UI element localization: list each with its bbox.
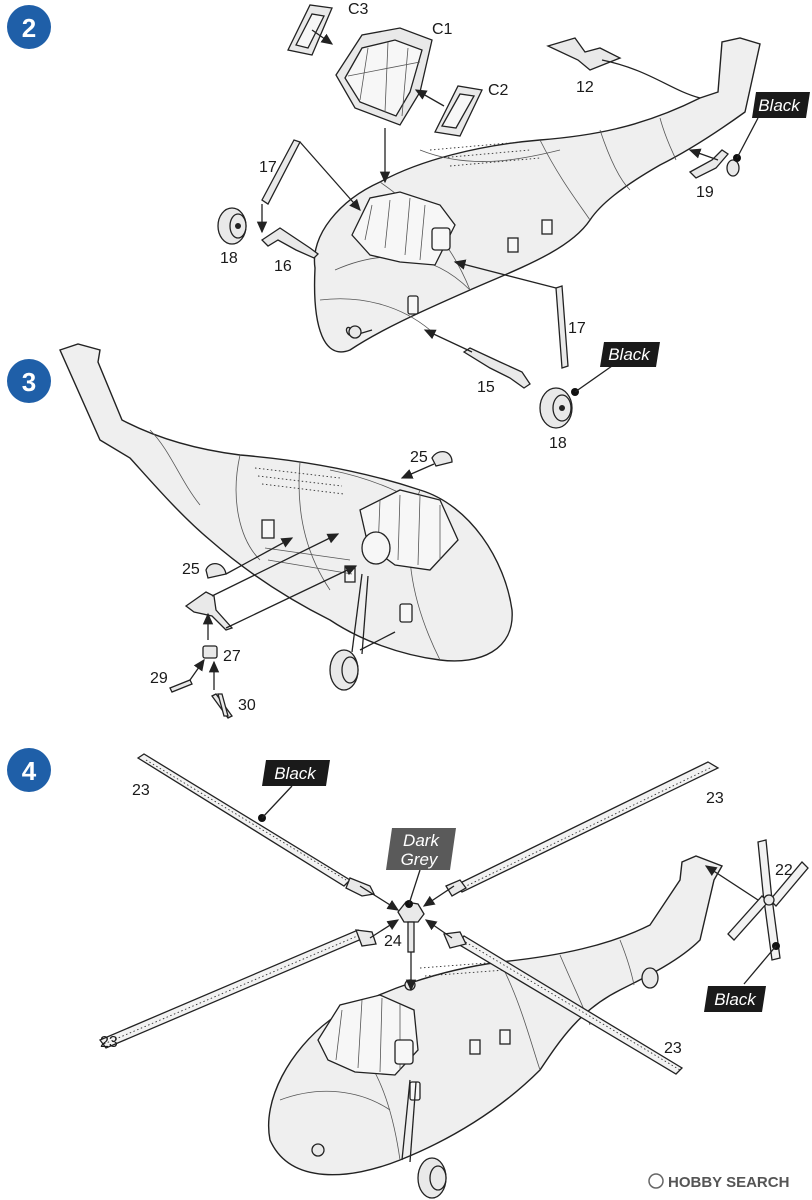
- part-23-blade-lower-right: [443, 931, 684, 1075]
- label-30: 30: [238, 697, 256, 714]
- label-17-lower: 17: [568, 320, 586, 337]
- paint-callout-black-mainwheel: Black: [600, 342, 660, 367]
- step-3-fuselage: [59, 343, 513, 691]
- svg-text:Black: Black: [608, 345, 651, 364]
- label-19: 19: [696, 184, 714, 201]
- label-23-upper-left: 23: [132, 782, 150, 799]
- step-2-fuselage: [313, 37, 761, 353]
- step-3-arrows: [189, 463, 435, 690]
- watermark-text: HOBBY SEARCH: [668, 1174, 789, 1191]
- part-15-gear-leg: [462, 347, 531, 389]
- label-18-main: 18: [549, 435, 567, 452]
- step-2-arrows: [256, 29, 759, 396]
- label-23-upper-right: 23: [706, 790, 724, 807]
- step-3-badge: 3: [7, 359, 51, 403]
- part-19-tailwheel: [688, 149, 740, 179]
- label-17-upper: 17: [259, 159, 277, 176]
- paint-callout-black-tail-rotor: Black: [704, 986, 766, 1012]
- part-c2-window: [434, 85, 483, 137]
- part-23-blade-lower-left: [98, 929, 377, 1049]
- paint-callout-black-tailwheel: Black: [752, 92, 810, 118]
- part-23-blade-upper-left: [136, 753, 375, 897]
- part-25-upper: [431, 451, 453, 467]
- part-23-blade-upper-right: [445, 761, 720, 897]
- step-2-number: 2: [22, 13, 36, 43]
- step-4-badge: 4: [7, 748, 51, 792]
- svg-text:Dark: Dark: [403, 831, 440, 850]
- part-16-gear-leg: [260, 227, 319, 259]
- svg-text:Black: Black: [758, 96, 801, 115]
- step-4-fuselage: [268, 855, 724, 1199]
- part-18-wheel-main: [539, 387, 573, 429]
- part-30: [211, 693, 233, 719]
- label-16: 16: [274, 258, 292, 275]
- step-2-badge: 2: [7, 5, 51, 49]
- label-12: 12: [576, 79, 594, 96]
- svg-text:Black: Black: [714, 990, 757, 1009]
- label-23-lower-right: 23: [664, 1040, 682, 1057]
- label-c2: C2: [488, 82, 509, 99]
- paint-callout-black-rotor-blade: Black: [262, 760, 330, 786]
- svg-text:Grey: Grey: [401, 850, 439, 869]
- part-12: [546, 37, 622, 71]
- step-4-arrows: [258, 785, 780, 992]
- label-29: 29: [150, 670, 168, 687]
- part-22-tail-rotor: [727, 839, 809, 961]
- label-25-lower: 25: [182, 561, 200, 578]
- label-22: 22: [775, 862, 793, 879]
- watermark: HOBBY SEARCH: [648, 1173, 789, 1191]
- step-3-number: 3: [22, 367, 36, 397]
- part-24-rotor-hub: [397, 901, 425, 953]
- step-4: 4: [7, 748, 809, 1199]
- part-25-lower: [205, 563, 227, 579]
- part-29: [169, 679, 193, 693]
- paint-callout-dark-grey-hub: Dark Grey: [386, 828, 456, 870]
- part-18-wheel-front: [217, 207, 247, 245]
- label-27: 27: [223, 648, 241, 665]
- label-15: 15: [477, 379, 495, 396]
- step-3: 3: [7, 343, 513, 719]
- label-18-front: 18: [220, 250, 238, 267]
- label-25-upper: 25: [410, 449, 428, 466]
- svg-text:Black: Black: [274, 764, 317, 783]
- part-step-assembly: [184, 591, 234, 631]
- label-24: 24: [384, 933, 402, 950]
- label-c3: C3: [348, 1, 369, 18]
- watermark-logo-icon: [648, 1173, 664, 1189]
- part-27: [202, 645, 218, 659]
- part-c1-canopy: [335, 27, 433, 126]
- step-4-number: 4: [22, 756, 37, 786]
- part-17-strut-lower: [555, 285, 569, 369]
- step-2: 2: [7, 1, 810, 452]
- part-c3-window: [287, 4, 333, 56]
- label-23-lower-left: 23: [100, 1034, 118, 1051]
- label-c1: C1: [432, 21, 453, 38]
